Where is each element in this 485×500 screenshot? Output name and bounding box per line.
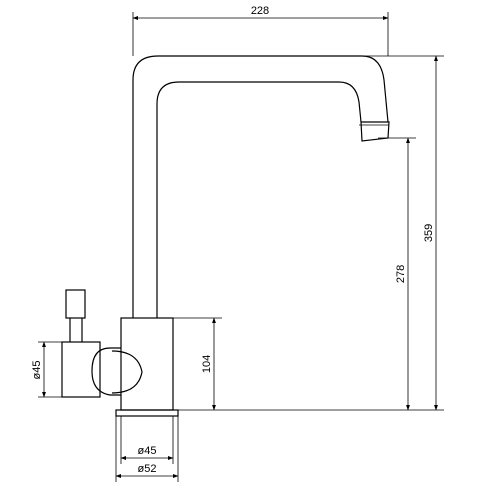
- dimension-spout-height: 278: [395, 137, 410, 411]
- dimension-spout-reach: 228: [132, 5, 389, 20]
- dim-label-total-height: 359: [423, 224, 435, 242]
- base-plate: [115, 409, 179, 417]
- dim-label-base-diameter: ø52: [138, 463, 157, 475]
- dimension-handle-diameter: ø45: [31, 341, 46, 398]
- dim-label-handle-diameter: ø45: [31, 361, 43, 380]
- faucet-body: [120, 317, 174, 411]
- spout-inner-contour: [156, 81, 362, 318]
- handle-knob: [91, 347, 121, 396]
- dim-label-body-diameter: ø45: [138, 445, 157, 457]
- dimension-body-diameter: ø45: [120, 445, 174, 460]
- lever-grip: [65, 289, 86, 319]
- handle-cap: [111, 350, 143, 394]
- faucet-outline: [61, 55, 390, 417]
- dim-label-spout-height: 278: [395, 265, 407, 283]
- dim-label-spout-reach: 228: [251, 5, 269, 17]
- dim-label-body-height: 104: [201, 355, 213, 373]
- dimension-body-height: 104: [201, 317, 216, 411]
- dimension-total-height: 359: [423, 55, 438, 411]
- handle-collar: [61, 341, 101, 398]
- dimension-base-diameter: ø52: [115, 463, 179, 478]
- spout-outer-contour: [132, 55, 389, 318]
